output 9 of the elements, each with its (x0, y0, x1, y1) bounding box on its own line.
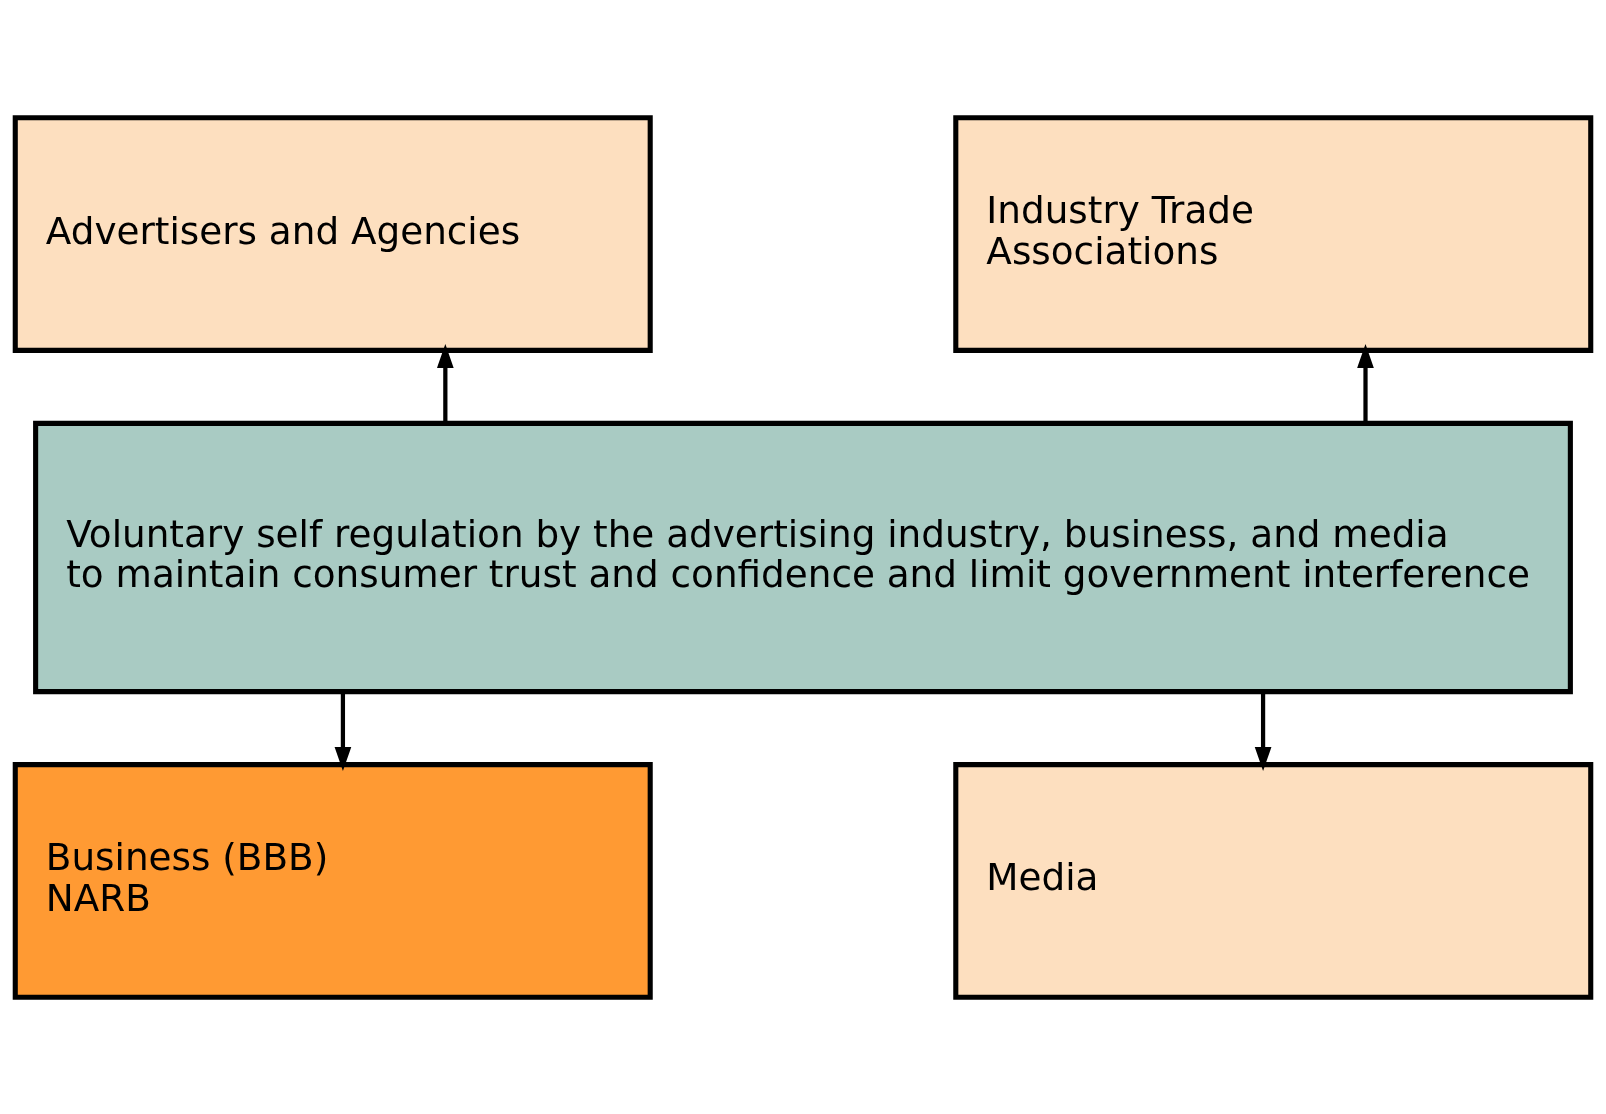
node-box: Advertisers and Agencies (12, 114, 653, 353)
node-box: Industry Trade Associations (953, 114, 1594, 353)
arrow (1254, 691, 1272, 771)
node-box: Media (953, 761, 1594, 1000)
node-box: Voluntary self regulation by the advertising industry, business, and media to maintain consumer trust and confidence and limit government interference (33, 420, 1573, 694)
arrow (334, 691, 352, 771)
arrow (1357, 343, 1374, 423)
node-box: Business (BBB) NARB (12, 761, 653, 1000)
arrow (437, 343, 454, 423)
